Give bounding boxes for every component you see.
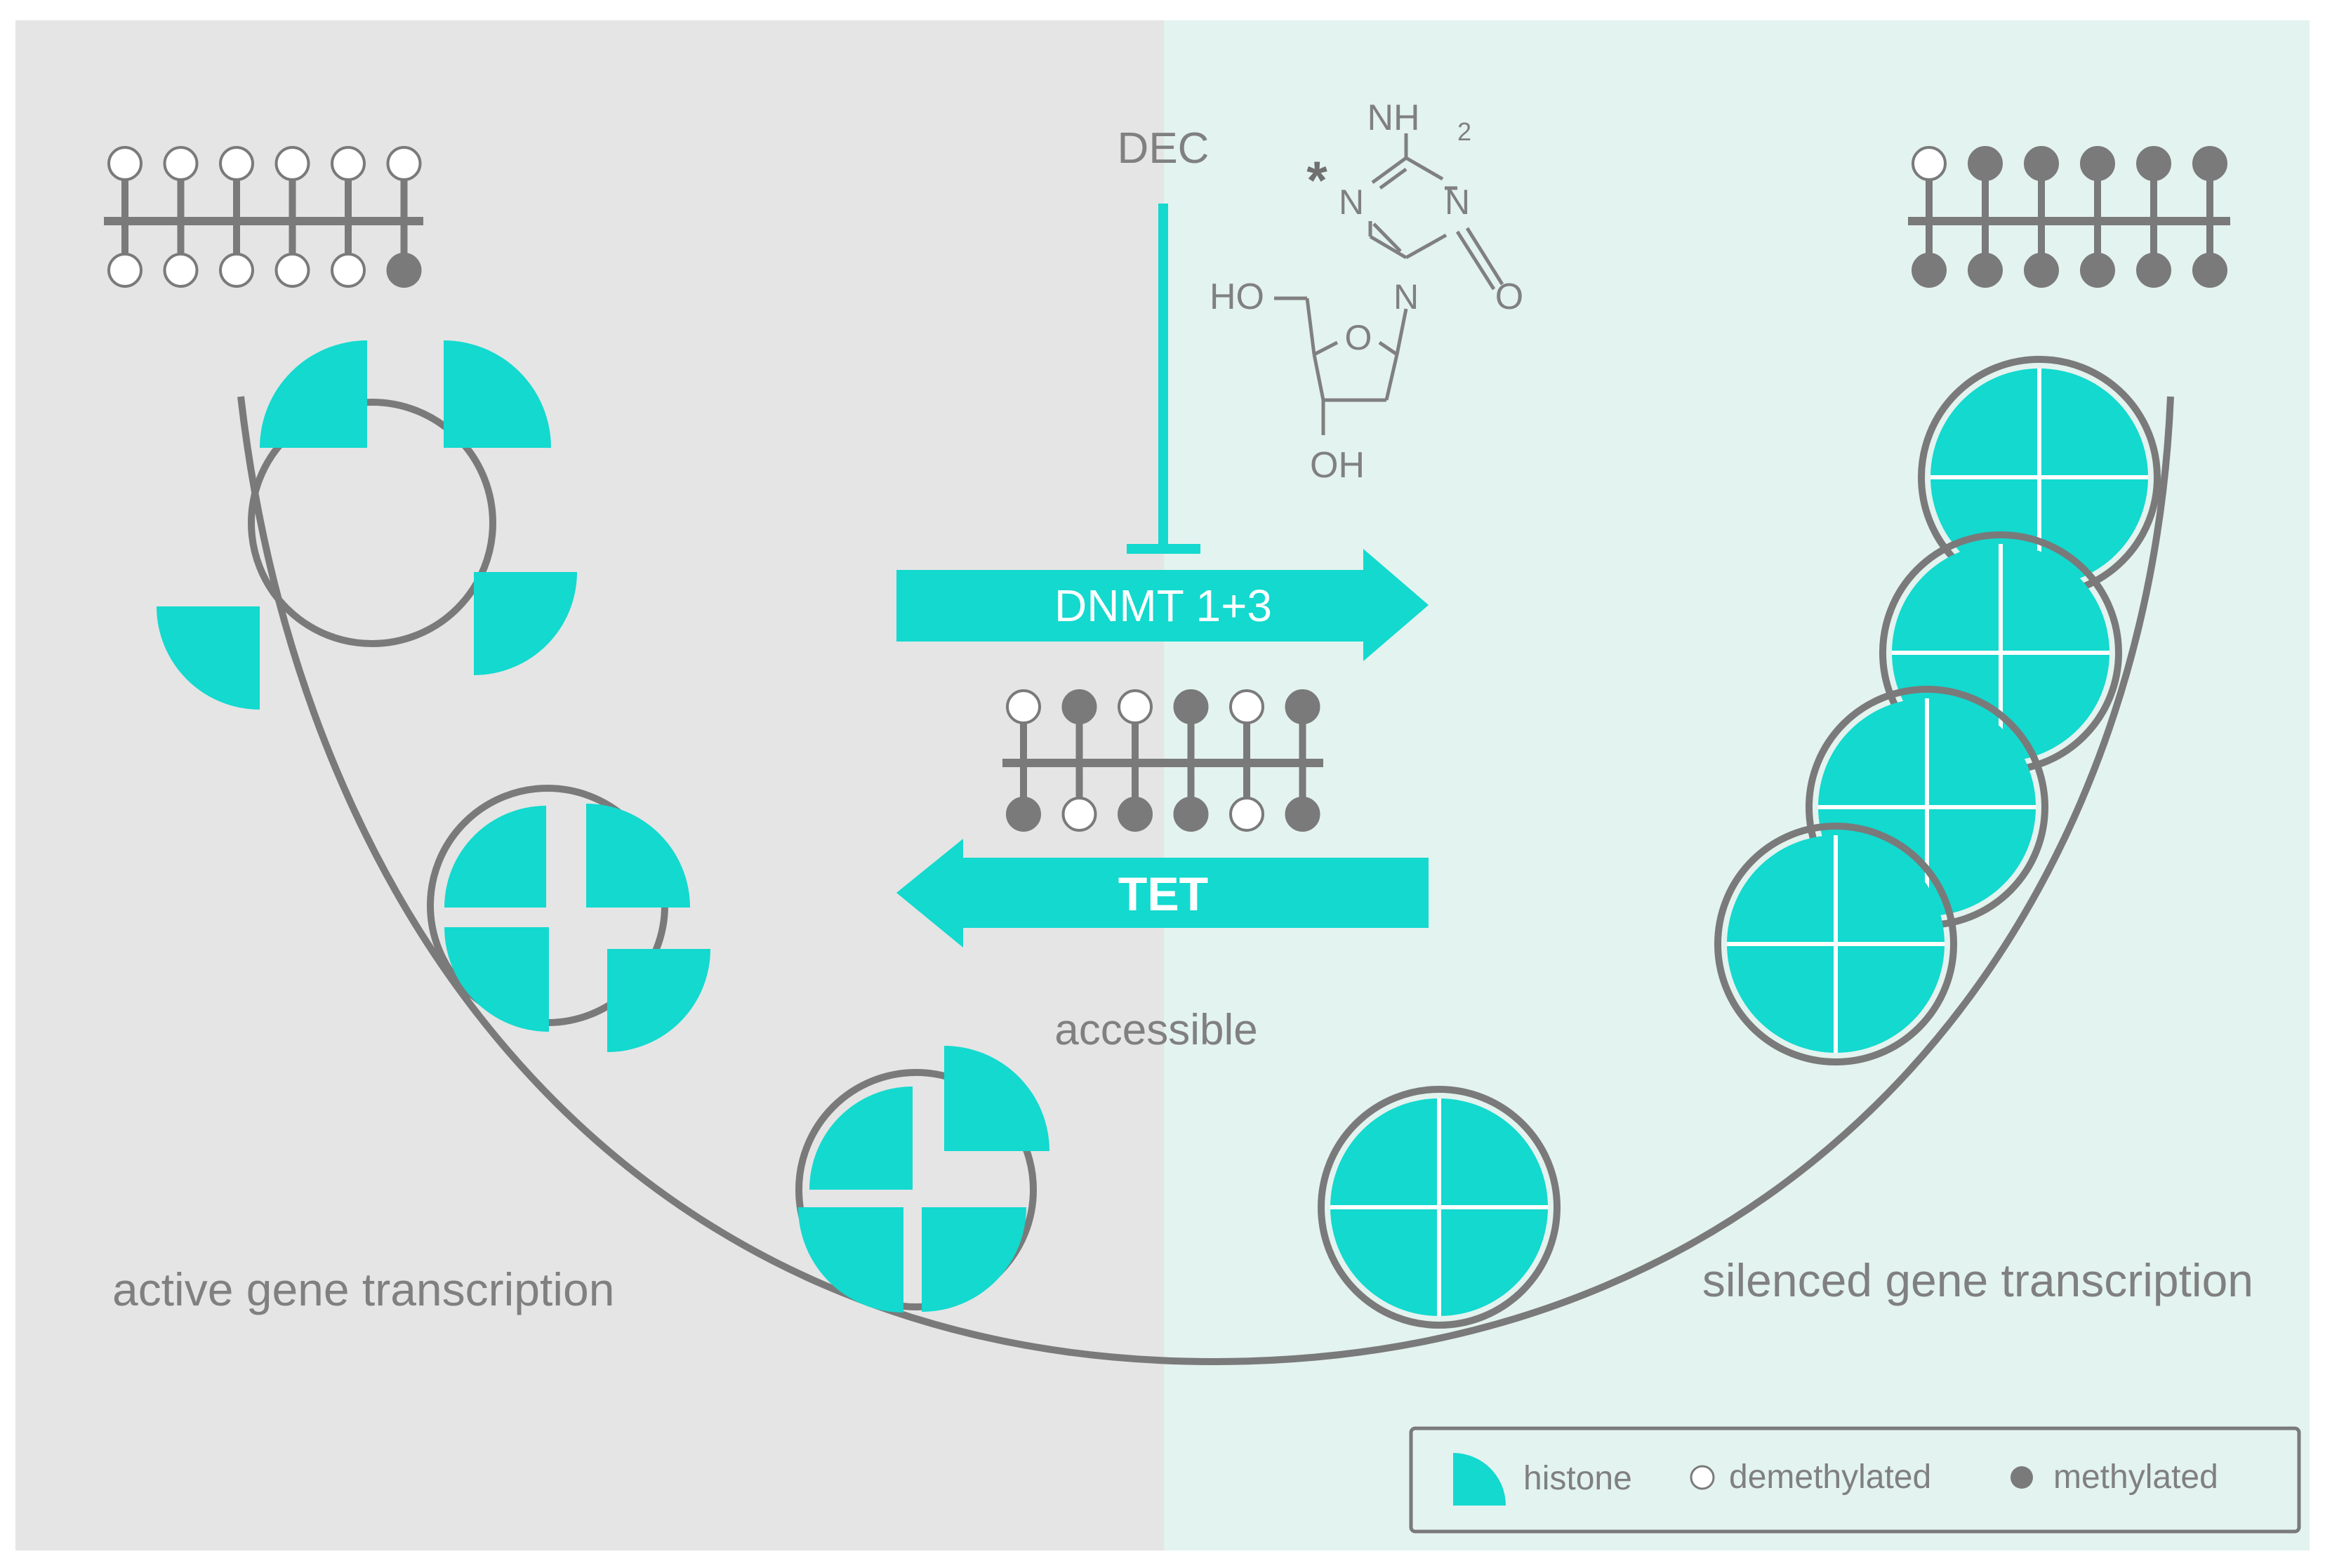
cpg-demethylated bbox=[163, 146, 199, 181]
molecule-n-bottom: N bbox=[1393, 277, 1419, 317]
legend-histone-label: histone bbox=[1523, 1460, 1632, 1497]
molecule-ho: HO bbox=[1210, 277, 1264, 317]
nucleosome-partial bbox=[795, 1069, 1037, 1310]
cpg-demethylated bbox=[1912, 146, 1947, 181]
cpg-methylated bbox=[1285, 797, 1320, 832]
cpg-methylated bbox=[1173, 689, 1209, 724]
cpg-methylated bbox=[2192, 253, 2227, 288]
cpg-demethylated bbox=[274, 253, 310, 288]
dnmt-arrow bbox=[896, 549, 1429, 661]
active-transcription-label: active gene transcription bbox=[112, 1263, 614, 1315]
active-panel-background bbox=[15, 20, 1164, 1550]
molecule-o-ring: O bbox=[1345, 318, 1372, 357]
molecule-asterisk: * bbox=[1306, 151, 1327, 211]
cpg-methylated bbox=[2192, 146, 2227, 181]
cpg-methylated bbox=[2136, 146, 2171, 181]
cpg-methylated bbox=[1285, 689, 1320, 724]
tet-arrow bbox=[896, 839, 1429, 948]
chromatin-fiber bbox=[237, 396, 2174, 1366]
histone-quarter bbox=[607, 949, 710, 1052]
cpg-methylated bbox=[1968, 253, 2003, 288]
cpg-demethylated bbox=[1061, 797, 1097, 832]
cpg-demethylated bbox=[107, 146, 143, 181]
cpg-demethylated bbox=[1229, 689, 1264, 724]
molecule-nh2-subscript: 2 bbox=[1457, 117, 1471, 146]
cpg-methylated bbox=[2080, 253, 2115, 288]
cpg-demethylated bbox=[219, 253, 254, 288]
histone-free bbox=[157, 606, 260, 710]
decitabine-structure bbox=[1274, 133, 1504, 435]
cpg-demethylated bbox=[219, 146, 254, 181]
legend-methylated-label: methylated bbox=[2053, 1459, 2218, 1496]
molecule-n-left: N bbox=[1339, 182, 1364, 222]
dnmt-label: DNMT 1+3 bbox=[1054, 580, 1272, 631]
dna-strand-intermediate bbox=[1002, 689, 1323, 832]
cpg-methylated bbox=[1061, 689, 1097, 724]
accessible-label: accessible bbox=[1054, 1006, 1257, 1054]
nucleosome-compact bbox=[1318, 1086, 1561, 1329]
legend-demethylated-label: demethylated bbox=[1729, 1459, 1931, 1496]
histone-quarter bbox=[944, 1046, 1049, 1151]
histone-free bbox=[474, 572, 577, 675]
cpg-methylated bbox=[2024, 146, 2059, 181]
histone-quarter bbox=[798, 1207, 903, 1313]
histone-quarter bbox=[586, 804, 690, 908]
histone-free bbox=[444, 340, 551, 448]
molecule-oh: OH bbox=[1310, 445, 1365, 486]
legend: histone demethylated methylated bbox=[1409, 1426, 2301, 1534]
legend-histone-icon bbox=[1453, 1453, 1506, 1506]
cpg-methylated bbox=[1912, 253, 1947, 288]
cpg-demethylated bbox=[1229, 797, 1264, 832]
cpg-demethylated bbox=[1006, 689, 1041, 724]
nucleosome-compact bbox=[1714, 823, 1957, 1065]
tet-label: TET bbox=[1118, 868, 1208, 921]
histone-quarter bbox=[922, 1207, 1026, 1312]
legend-demethylated-icon bbox=[1690, 1465, 1715, 1490]
cpg-demethylated bbox=[1118, 689, 1153, 724]
legend-box bbox=[1409, 1426, 2301, 1534]
histone-quarter bbox=[809, 1087, 913, 1190]
histone-free bbox=[260, 340, 367, 448]
cpg-methylated bbox=[1006, 797, 1041, 832]
molecule-o-carbonyl: O bbox=[1495, 277, 1523, 317]
cpg-methylated bbox=[1118, 797, 1153, 832]
cpg-methylated bbox=[1173, 797, 1209, 832]
dna-strand-silenced bbox=[1908, 146, 2230, 288]
cpg-methylated bbox=[386, 253, 422, 288]
cpg-methylated bbox=[2136, 253, 2171, 288]
silenced-panel-background bbox=[1164, 20, 2310, 1550]
histone-quarter bbox=[444, 927, 549, 1032]
cpg-methylated bbox=[1968, 146, 2003, 181]
nucleosome-open bbox=[248, 399, 496, 647]
cpg-demethylated bbox=[163, 253, 199, 288]
molecule-nh2: NH bbox=[1367, 98, 1419, 138]
cpg-demethylated bbox=[274, 146, 310, 181]
dec-label: DEC bbox=[1118, 124, 1210, 173]
legend-methylated-icon bbox=[2011, 1466, 2033, 1489]
cpg-demethylated bbox=[331, 253, 366, 288]
histone-quarter bbox=[444, 806, 546, 908]
nucleosome-compact bbox=[1918, 356, 2161, 599]
cpg-methylated bbox=[2024, 253, 2059, 288]
cpg-demethylated bbox=[386, 146, 422, 181]
molecule-n-right: N bbox=[1445, 182, 1470, 222]
cpg-demethylated bbox=[331, 146, 366, 181]
silenced-transcription-label: silenced gene transcription bbox=[1702, 1254, 2253, 1306]
dna-strand-active bbox=[104, 146, 423, 288]
cpg-methylated bbox=[2080, 146, 2115, 181]
cpg-demethylated bbox=[107, 253, 143, 288]
